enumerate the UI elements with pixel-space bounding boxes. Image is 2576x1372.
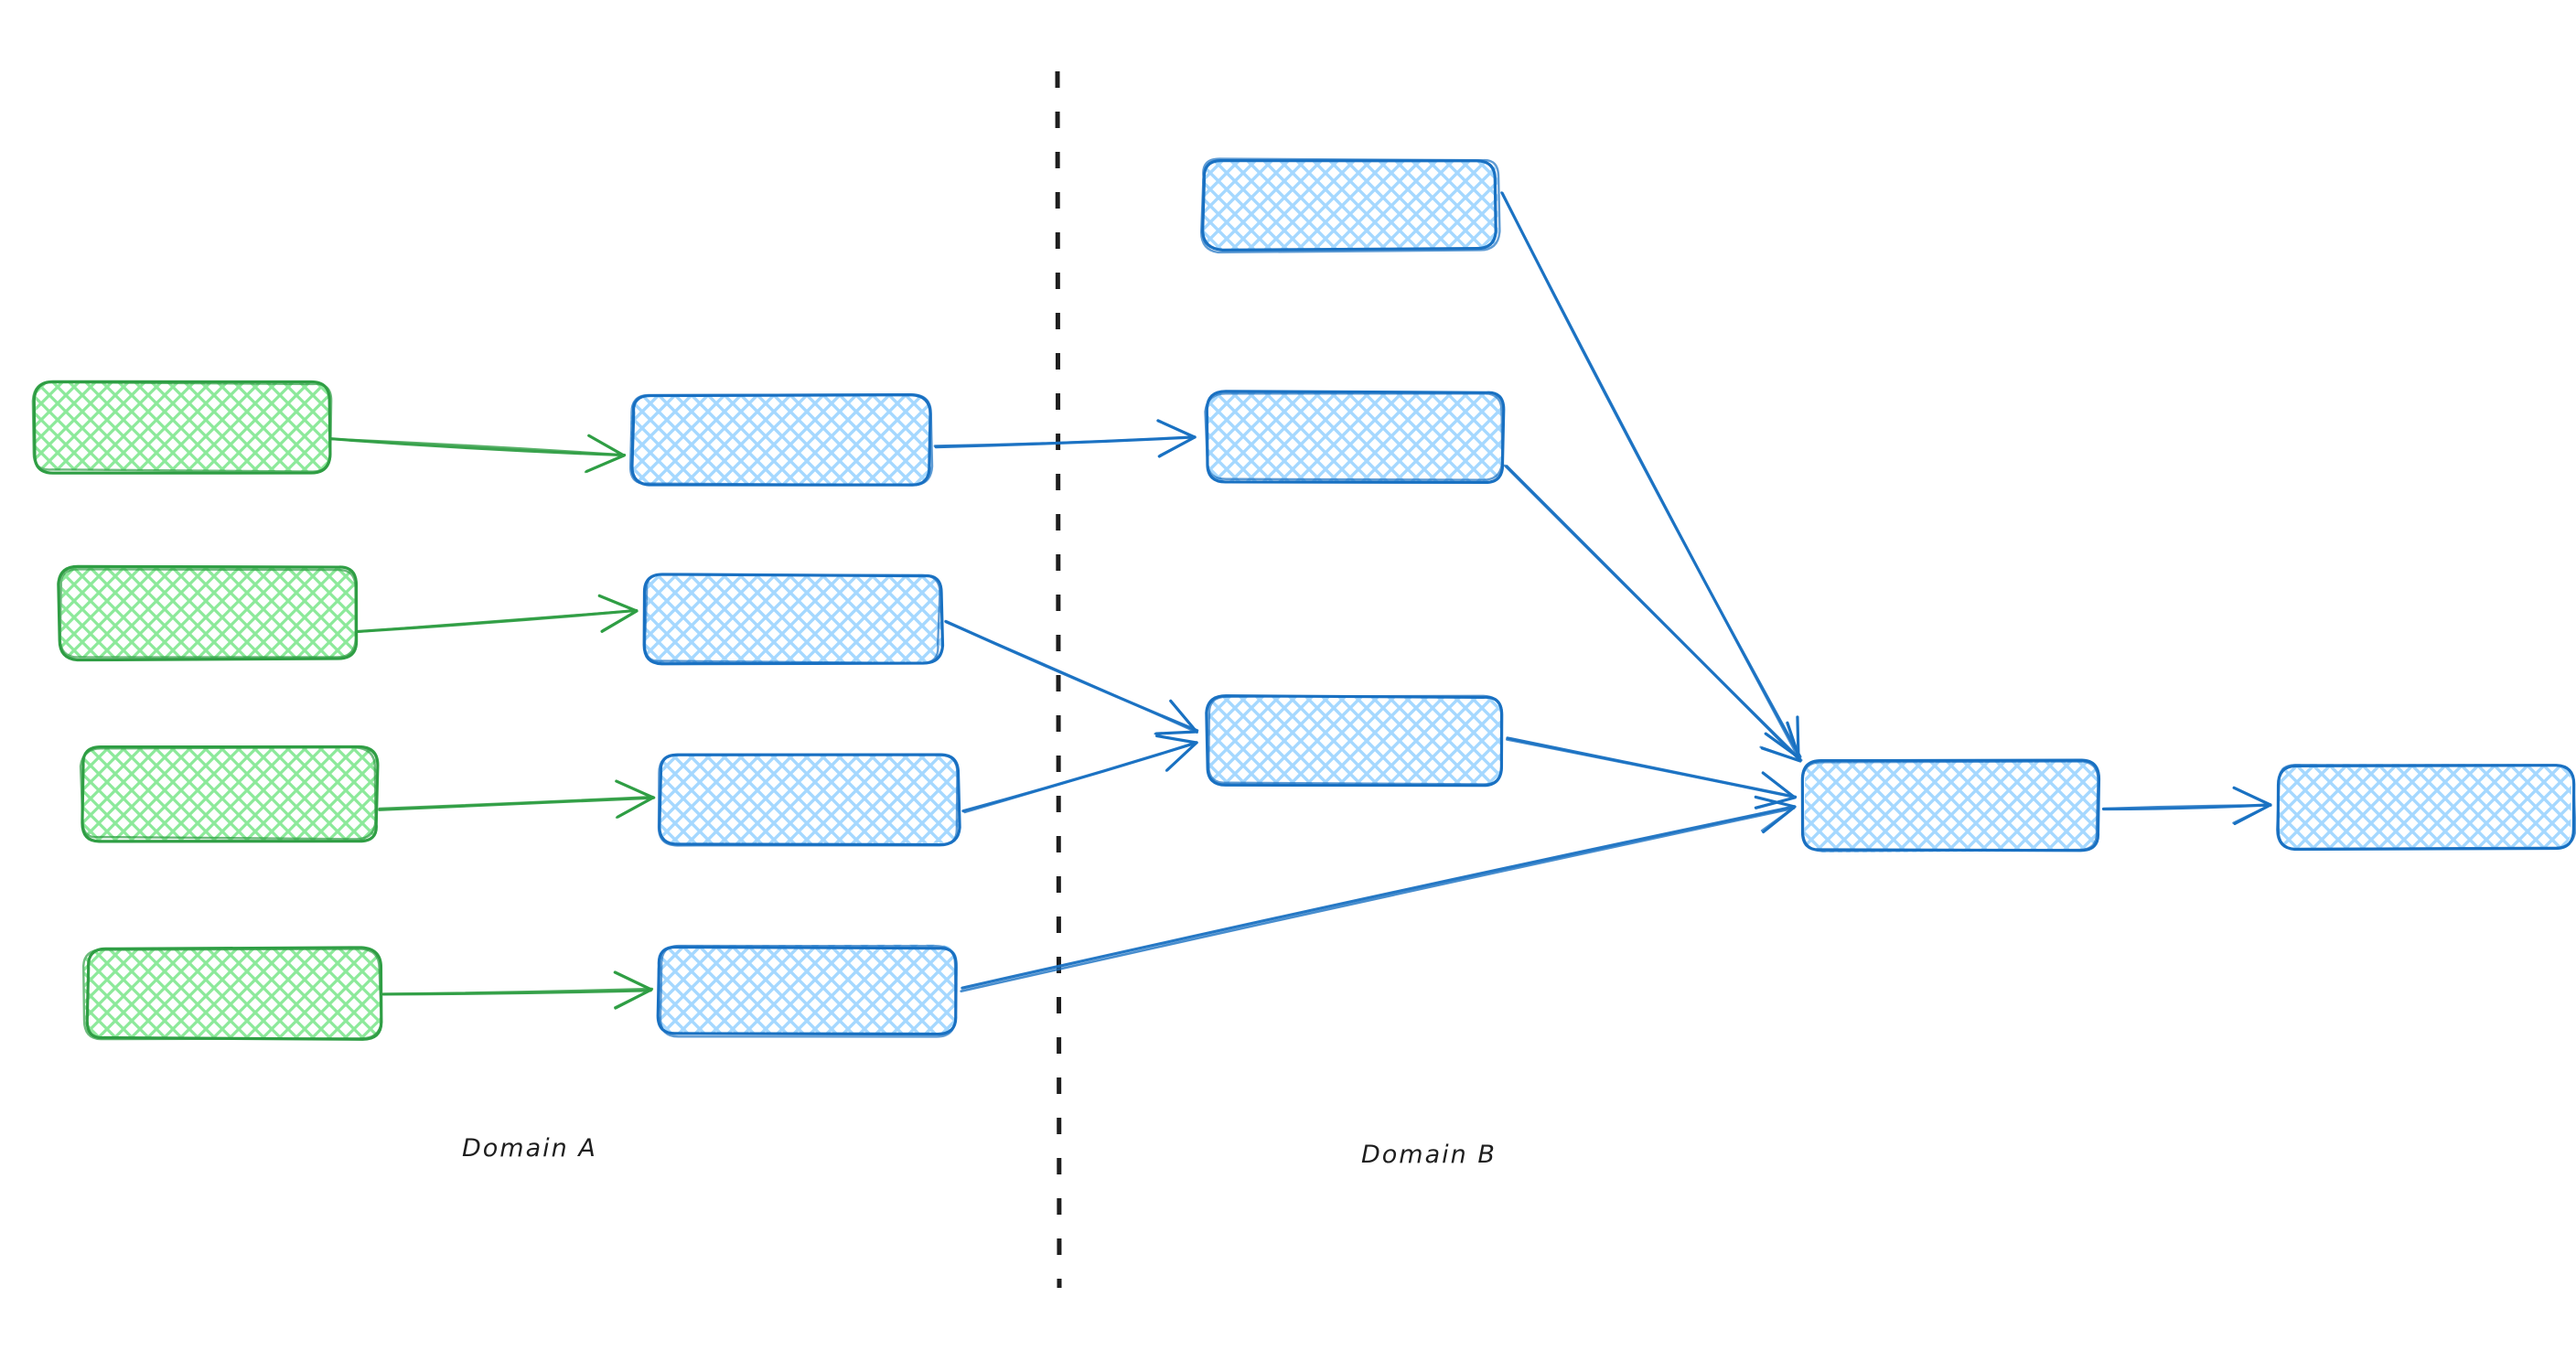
domain-divider bbox=[1055, 70, 1062, 1289]
edge-a-mid-1-to-b-up[interactable] bbox=[933, 419, 1197, 458]
node-b-out[interactable] bbox=[2276, 764, 2576, 852]
node-a-src-3[interactable] bbox=[79, 745, 380, 843]
divider-layer bbox=[1055, 70, 1062, 1289]
node-a-mid-1[interactable] bbox=[628, 393, 934, 487]
node-a-src-1[interactable] bbox=[31, 380, 333, 475]
edge-a-mid-2-to-b-core[interactable] bbox=[944, 619, 1199, 735]
node-a-mid-3[interactable] bbox=[657, 753, 961, 847]
edge-b-core-to-b-hub[interactable] bbox=[1505, 736, 1798, 809]
node-b-top[interactable] bbox=[1199, 157, 1501, 254]
node-b-hub[interactable] bbox=[1800, 758, 2101, 852]
label-domain-a: Domain A bbox=[462, 1134, 597, 1163]
node-a-mid-2[interactable] bbox=[642, 573, 945, 666]
edge-b-up-to-b-hub[interactable] bbox=[1503, 464, 1803, 763]
edge-a-mid-3-to-b-core[interactable] bbox=[961, 734, 1198, 814]
edges-layer bbox=[329, 191, 2272, 1010]
node-a-src-4[interactable] bbox=[82, 946, 383, 1041]
edge-a-src-1-to-a-mid-1[interactable] bbox=[329, 434, 627, 474]
edge-a-src-3-to-a-mid-3[interactable] bbox=[378, 779, 656, 820]
node-a-src-2[interactable] bbox=[57, 564, 359, 662]
nodes-layer bbox=[31, 157, 2576, 1041]
edge-b-top-to-b-hub[interactable] bbox=[1500, 191, 1802, 759]
node-b-core[interactable] bbox=[1205, 694, 1504, 788]
edge-a-src-4-to-a-mid-4[interactable] bbox=[381, 970, 654, 1010]
edge-a-src-2-to-a-mid-2[interactable] bbox=[354, 594, 639, 634]
label-domain-b: Domain B bbox=[1361, 1141, 1497, 1169]
edge-b-hub-to-b-out[interactable] bbox=[2101, 786, 2272, 825]
node-a-mid-4[interactable] bbox=[656, 944, 958, 1038]
node-b-up[interactable] bbox=[1204, 390, 1506, 485]
edge-a-mid-4-to-b-hub[interactable] bbox=[960, 795, 1797, 992]
